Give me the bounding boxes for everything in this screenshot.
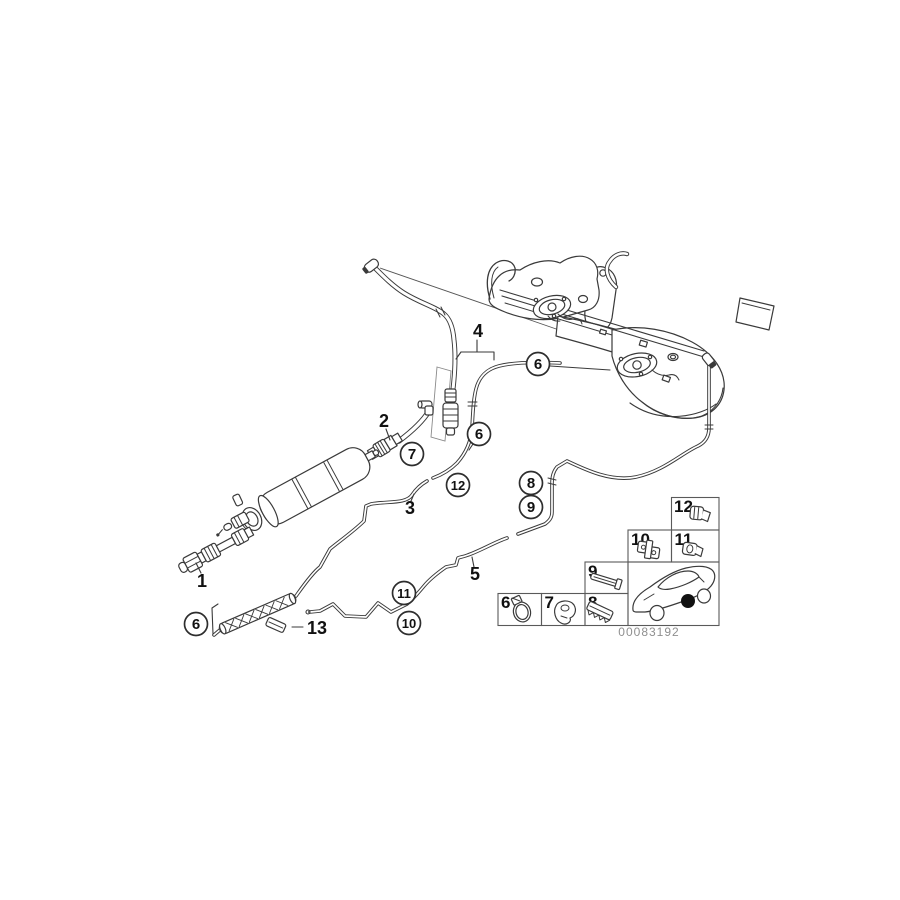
part-label-2: 2	[379, 411, 389, 431]
callout-circle-6-mid	[466, 421, 492, 447]
line-clip-icon	[689, 505, 711, 523]
legend-cell-8	[584, 592, 629, 627]
callout-circle-9	[518, 494, 544, 520]
legend-number-9: 9	[588, 562, 597, 581]
line-clip-icon-11	[681, 541, 704, 558]
car-body-lines	[643, 576, 705, 601]
callout-text-8: 8	[527, 475, 535, 492]
fuel-pump-flange-right	[616, 352, 680, 381]
tank-vent-pipe-path	[517, 364, 710, 535]
holder-bracket-icon	[590, 572, 623, 591]
callout-text-9: 9	[527, 499, 535, 516]
label-4-bracket	[455, 339, 495, 361]
serrated-bracket-icon	[586, 601, 614, 624]
legend-table: 12 10 11 9 8 6 7	[497, 496, 720, 627]
callout-text-10: 10	[402, 616, 416, 631]
callout-6-pipe-leader	[468, 443, 474, 451]
vent-pipe-fitting	[701, 352, 717, 369]
frame-rail-end	[735, 297, 775, 331]
callout-text-6-mid: 6	[475, 426, 483, 443]
doc-number: 00083192	[618, 625, 679, 639]
tank-port-right-inner	[669, 354, 677, 360]
legend-number-12: 12	[674, 497, 693, 516]
tank-vent-hook-path	[605, 252, 629, 289]
tank-to-connector-pipe-path	[432, 361, 561, 479]
sleeve-bracket	[211, 603, 219, 635]
rubber-holder-icon	[554, 600, 576, 625]
callout-circle-7	[399, 441, 425, 467]
fuel-pipe-3-path	[295, 480, 428, 597]
left-hook-bracket	[486, 259, 516, 300]
callout-circle-12	[445, 472, 471, 498]
callout-text-11: 11	[397, 586, 411, 601]
legend-number-7: 7	[545, 593, 554, 612]
tank-skid-line	[641, 387, 724, 419]
leader-line-cap-to-tank	[379, 267, 563, 332]
car-front-wheel	[649, 604, 665, 622]
part-label-13: 13	[307, 618, 327, 638]
left-hook-inner	[491, 266, 499, 299]
hose-2-elbow-fitting	[417, 400, 434, 416]
pipe-coupling-marks	[435, 306, 714, 486]
tank-grommet	[577, 294, 589, 304]
part-label-5: 5	[470, 564, 480, 584]
underbody-line-3	[504, 302, 613, 336]
callout-text-6-tank: 6	[534, 356, 542, 373]
circled-callouts: 6 7 6 12 8 9 6 11 10	[183, 351, 551, 637]
pressure-regulator	[216, 493, 263, 537]
part-label-3: 3	[405, 498, 415, 518]
part-label-4: 4	[473, 321, 483, 341]
quick-connector-stack	[442, 388, 459, 436]
legend-number-6: 6	[501, 593, 510, 612]
tank-port	[530, 277, 544, 287]
callout-text-6-sleeve: 6	[192, 616, 200, 633]
car-rear-wheel	[696, 588, 712, 604]
fuel-pump-flange-left	[532, 294, 583, 325]
hose-clamp-icon	[510, 594, 532, 623]
callout-circle-11	[391, 580, 417, 606]
location-dot	[681, 594, 695, 608]
callout-circle-6-tank	[525, 351, 551, 377]
tank-skid-line-2	[629, 402, 717, 418]
tank-right-half	[611, 327, 725, 419]
line-4-end-cap	[362, 258, 380, 274]
callout-text-12: 12	[451, 478, 465, 493]
callout-circle-6-sleeve	[183, 611, 209, 637]
car-location-thumbnail	[632, 565, 716, 622]
fuel-feed-hose-4-path	[373, 266, 458, 392]
clip-13	[265, 617, 287, 633]
double-line-clip-icon	[636, 539, 661, 560]
part-label-1: 1	[197, 571, 207, 591]
label-leader-lines	[195, 339, 611, 635]
callout-circle-10	[396, 610, 422, 636]
callout-6-tank-leader	[549, 365, 611, 371]
callout-circle-8	[518, 470, 544, 496]
frame-rail-inner-line	[741, 302, 771, 311]
fuel-feed-hose-4-path	[374, 267, 457, 391]
fuel-filter-illustration	[216, 447, 380, 537]
fuel-tank-illustration	[486, 255, 775, 419]
tank-left-half	[488, 255, 600, 321]
pipe-5-open-end	[305, 609, 311, 615]
fuel-pipe-1-fittings	[178, 526, 255, 573]
protective-sleeve	[218, 592, 297, 635]
line-clip-on-rail	[598, 328, 672, 383]
callout-text-7: 7	[408, 446, 416, 463]
